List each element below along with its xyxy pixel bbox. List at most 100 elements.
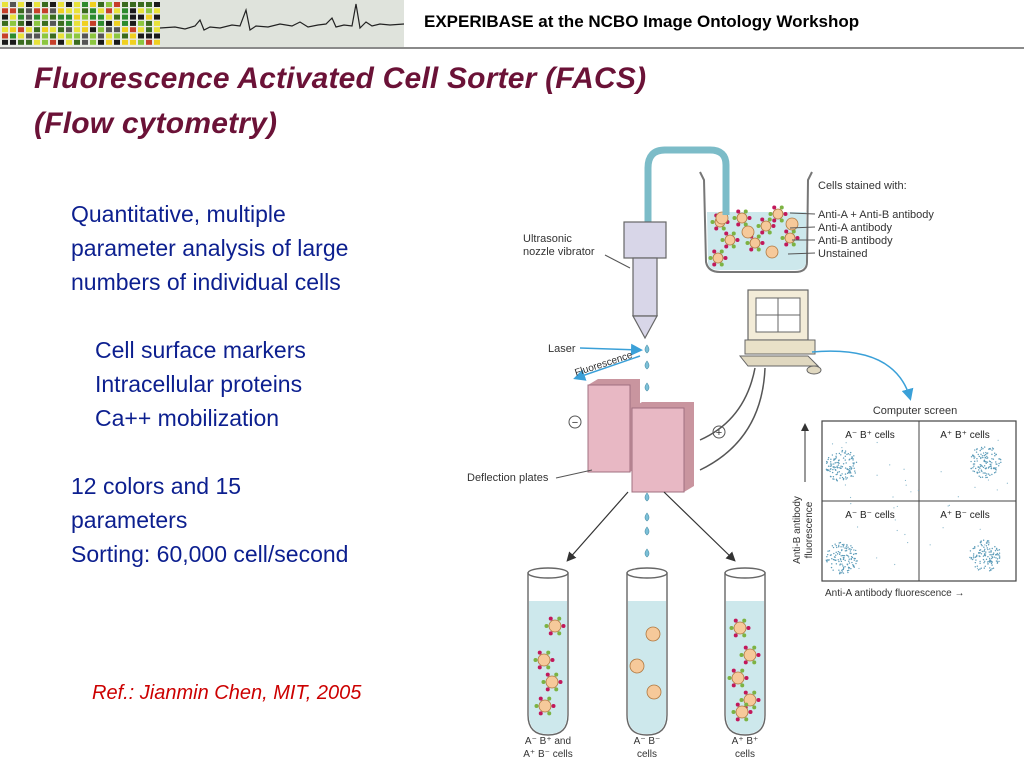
positive-terminal <box>712 425 726 439</box>
array-spot <box>106 39 112 45</box>
array-spot <box>154 39 160 45</box>
scatter-point <box>984 456 987 459</box>
array-spot <box>58 27 64 33</box>
scatter-point <box>844 467 847 469</box>
array-spot <box>42 27 48 33</box>
tube-2-label-2: cells <box>637 749 657 760</box>
laser-beam <box>579 343 643 356</box>
scatter-point <box>831 443 834 445</box>
scatter-point <box>977 466 980 468</box>
array-spot <box>122 33 128 39</box>
array-spot <box>138 27 144 33</box>
scatter-point <box>974 456 976 458</box>
scatter-point <box>972 557 975 559</box>
scatter-point <box>994 546 996 548</box>
scatter-point <box>980 464 983 466</box>
scatter-point <box>988 570 991 572</box>
scatter-point <box>838 569 840 571</box>
array-spot <box>10 33 16 39</box>
droplet <box>644 548 650 558</box>
scatter-point <box>998 554 1000 556</box>
scatter-point <box>979 476 982 479</box>
scatter-point <box>834 468 837 471</box>
scatter-point <box>975 559 977 561</box>
scatter-point <box>997 549 999 552</box>
array-spot <box>154 33 160 39</box>
scatter-point <box>986 453 988 455</box>
scatter-point <box>991 555 993 558</box>
specs-line: 12 colors and 15 <box>71 473 242 499</box>
legend-pointer <box>789 212 816 215</box>
scatter-point <box>846 570 849 572</box>
scatter-point <box>896 529 898 532</box>
tube-2-label-1: A⁻ B⁻ <box>634 736 661 747</box>
array-spot <box>154 20 160 26</box>
header-divider <box>0 47 1024 49</box>
scatter-point <box>876 474 878 476</box>
scatter-point <box>834 543 836 545</box>
unstained-cell <box>765 245 779 259</box>
array-spot <box>58 33 64 39</box>
scatter-point <box>849 451 852 454</box>
array-spot <box>90 33 96 39</box>
scatter-point <box>993 472 996 474</box>
scatter-point <box>977 469 980 471</box>
scatter-point <box>979 568 981 570</box>
scatter-point <box>991 568 993 570</box>
scatter-point <box>858 567 860 570</box>
scatter-point <box>847 556 850 558</box>
scatter-point <box>975 451 978 453</box>
scatter-point <box>827 550 829 552</box>
scatter-point <box>843 452 846 454</box>
scatter-point <box>852 475 854 478</box>
scatter-point <box>840 465 842 467</box>
scatter-point <box>839 558 842 560</box>
scatter-point <box>983 550 985 553</box>
scatter-point <box>839 541 842 544</box>
scatter-point <box>826 561 828 563</box>
scatter-point <box>842 555 845 557</box>
scatter-point <box>975 555 978 558</box>
scatter-point <box>957 496 959 498</box>
scatter-point <box>976 460 978 462</box>
stained-cell <box>780 229 800 247</box>
array-spot <box>138 20 144 26</box>
deflection-label: Deflection plates <box>467 472 549 484</box>
scatter-point <box>835 466 837 469</box>
scatter-point <box>835 559 837 562</box>
scatter-point <box>845 549 848 552</box>
microarray-image <box>2 2 160 45</box>
scatter-point <box>841 543 844 546</box>
scatter-point <box>978 455 980 458</box>
deflection-plate-positive <box>631 402 694 493</box>
scatter-point <box>832 478 834 480</box>
fluorescence-label: Fluorescence <box>574 350 635 379</box>
scatter-point <box>974 486 976 488</box>
scatter-point <box>910 491 912 493</box>
scatter-point <box>976 565 979 567</box>
scatter-point <box>983 553 986 555</box>
scatter-point <box>980 448 983 450</box>
scatter-point <box>980 553 983 555</box>
scatter-point <box>851 456 853 459</box>
scatter-point <box>831 558 833 560</box>
array-spot <box>66 2 72 7</box>
scatter-point <box>995 553 998 556</box>
scatter-point <box>844 484 847 486</box>
array-spot <box>98 8 104 14</box>
scatter-point <box>972 555 975 557</box>
scatter-point <box>855 553 858 555</box>
scatter-point <box>844 473 847 475</box>
scatter-point <box>894 519 896 521</box>
array-spot <box>18 2 24 7</box>
tube-3-label-2: cells <box>735 749 755 760</box>
scatter-point <box>837 464 840 466</box>
scatter-point <box>991 473 993 476</box>
scatter-point <box>986 547 988 549</box>
scatter-point <box>905 484 907 486</box>
scatter-point <box>982 472 984 474</box>
scatter-point <box>973 470 976 473</box>
array-spot <box>50 2 56 7</box>
scatter-point <box>992 448 995 450</box>
array-spot <box>18 8 24 14</box>
